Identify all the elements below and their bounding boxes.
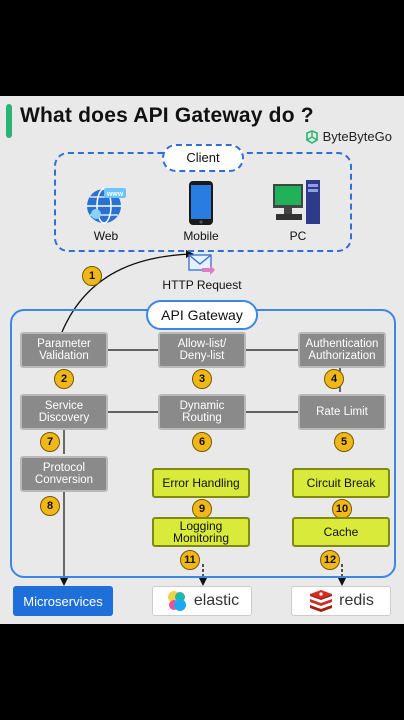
node-text-line: Dynamic [179,400,225,412]
node-text-line: Authorization [308,350,376,362]
rate-limit-node: Rate Limit [298,394,386,430]
node-text-line: Error Handling [162,476,240,490]
node-text-line: Discovery [38,412,90,424]
step-badge-8: 8 [40,496,60,516]
bytebytego-logo-icon [305,129,318,144]
step-badge-5: 5 [334,432,354,452]
node-text-line: Cache [323,525,359,539]
error-handling-node: Error Handling [152,468,250,498]
mobile-phone-icon [188,180,214,231]
web-globe-icon: www [84,184,126,231]
diagram-panel: What does API Gateway do ? ByteByteGo [0,96,404,624]
redis-logo-icon [310,590,333,612]
node-text-line: Service [44,400,84,412]
step-badge-9: 9 [192,499,212,519]
step-badge-12: 12 [320,550,340,570]
microservices-box: Microservices [13,586,113,616]
device-label-pc: PC [289,229,307,243]
client-label: Client [162,144,244,172]
page-title: What does API Gateway do ? [20,104,314,127]
device-label-mobile: Mobile [183,229,219,243]
http-request-label: HTTP Request [162,278,242,292]
node-text-line: Monitoring [172,531,230,545]
node-text-line: Logging [179,519,223,533]
node-text-line: Conversion [34,474,94,486]
step-badge-4: 4 [324,369,344,389]
redis-box: redis [291,586,391,616]
brand: ByteByteGo [305,129,392,144]
cache-node: Cache [292,517,390,547]
redis-label: redis [339,592,374,609]
node-text-line: Circuit Break [306,476,376,490]
api-gateway-label: API Gateway [146,300,258,330]
title-accent-bar [6,104,12,138]
step-badge-1: 1 [82,266,102,286]
step-badge-7: 7 [40,432,60,452]
step-badge-3: 3 [192,369,212,389]
node-text-line: Allow-list/ [177,338,227,350]
node-text-line: Validation [39,350,89,362]
elastic-logo-icon [167,591,186,611]
device-label-web: Web [93,229,119,243]
envelope-icon [188,254,216,281]
circuit-break-node: Circuit Break [292,468,390,498]
allow-deny-list-node: Allow-list/Deny-list [158,332,246,368]
node-text-line: Deny-list [179,350,225,362]
microservices-label: Microservices [23,593,103,609]
step-badge-10: 10 [332,499,352,519]
node-text-line: Rate Limit [316,406,368,418]
brand-name: ByteByteGo [322,129,392,144]
step-badge-6: 6 [192,432,212,452]
step-badge-2: 2 [54,369,74,389]
node-text-line: Protocol [42,462,86,474]
node-text-line: Routing [182,412,222,424]
elastic-label: elastic [193,592,240,609]
pc-computer-icon [272,180,322,231]
elastic-box: elastic [152,586,252,616]
svg-text:www: www [106,191,124,198]
step-badge-11: 11 [180,550,200,570]
node-text-line: Authentication [305,338,379,350]
node-text-line: Parameter [37,338,91,350]
